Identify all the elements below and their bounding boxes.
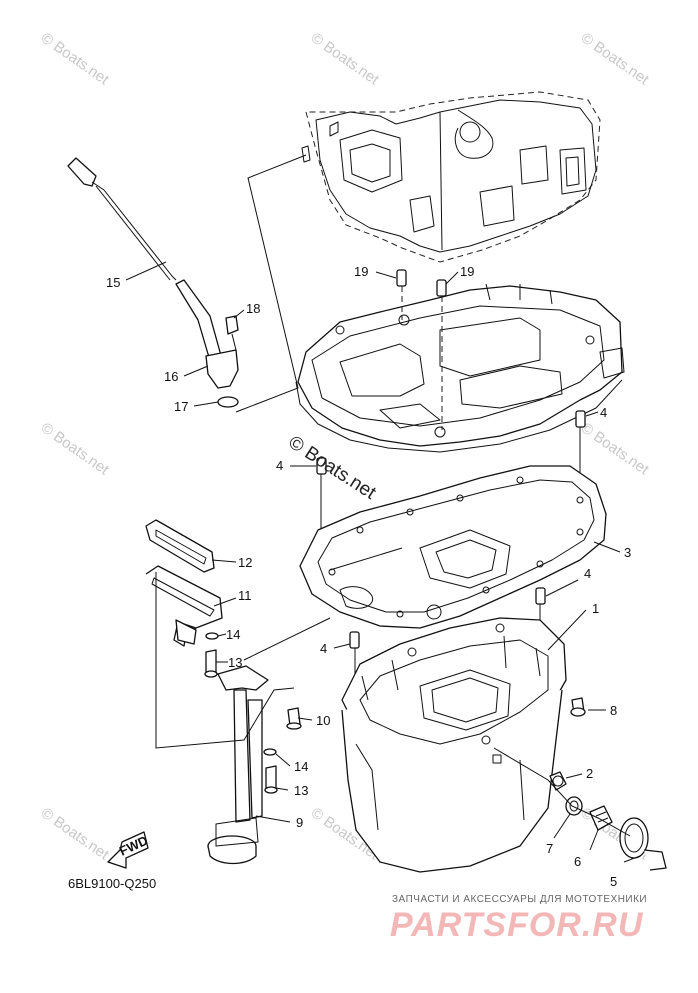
callout-13: 13: [228, 655, 242, 670]
bolt-18: [225, 315, 239, 351]
gasket-12: [145, 519, 215, 573]
brand-logo: PARTSFOR.RU: [390, 906, 644, 944]
plug-6: [589, 805, 613, 831]
callout-16: 16: [164, 369, 178, 384]
watermark: © Boats.net: [38, 419, 113, 478]
dowel-pin-19-right: [436, 279, 447, 430]
callout-6: 6: [574, 854, 581, 869]
oil-pan-gasket-drawing: [299, 465, 607, 629]
callout-1: 1: [592, 601, 599, 616]
callout-4: 4: [600, 405, 607, 420]
callout-13: 13: [294, 783, 308, 798]
washer-14-a: [205, 632, 219, 640]
watermark: © Boats.net: [578, 29, 653, 88]
callout-15: 15: [106, 275, 120, 290]
dowel-pin-4-c: [535, 587, 546, 605]
dipstick-guide-16: [175, 279, 239, 389]
bolt-10: [286, 707, 302, 730]
bolt-13-a: [204, 649, 218, 678]
bolt-8: [570, 697, 586, 717]
callout-10: 10: [316, 713, 330, 728]
callout-4: 4: [584, 566, 591, 581]
callout-12: 12: [238, 555, 252, 570]
watermark: © Boats.net: [38, 804, 113, 863]
watermark: © Boats.net: [38, 29, 113, 88]
diagram-reference-code: 6BL9100-Q250: [68, 876, 157, 891]
callout-11: 11: [238, 588, 252, 603]
oil-pickup-9: [207, 665, 269, 865]
watermark: © Boats.net: [308, 29, 383, 88]
callout-3: 3: [624, 545, 631, 560]
callout-9: 9: [296, 815, 303, 830]
callout-18: 18: [246, 301, 260, 316]
dowel-pin-4-d: [349, 631, 360, 649]
brand-caption: ЗАПЧАСТИ И АКСЕССУАРЫ ДЛЯ МОТОТЕХНИКИ: [392, 894, 648, 905]
dipstick-15: [67, 157, 177, 281]
strainer-assembly-line: [155, 572, 295, 749]
callout-17: 17: [174, 399, 188, 414]
bolt-13-b: [264, 765, 278, 794]
cap-5: [619, 817, 667, 871]
callout-4: 4: [320, 641, 327, 656]
drain-bolt-2: [549, 771, 567, 791]
callout-8: 8: [610, 703, 617, 718]
crankcase-drawing: [301, 91, 601, 263]
strainer-11: [145, 565, 223, 647]
upper-casing-drawing: [295, 283, 625, 453]
drain-assembly-line: [493, 747, 631, 837]
dowel-pin-19-left: [396, 269, 407, 320]
callout-4: 4: [276, 458, 283, 473]
callout-19: 19: [354, 264, 368, 279]
gasket-assembly-line: [329, 547, 403, 571]
dowel-pin-4-b: [575, 410, 586, 428]
callout-19: 19: [460, 264, 474, 279]
watermark: © Boats.net: [578, 419, 653, 478]
callout-labels: 1 2 3 4 4 4 4 5 6 7 8 9 10 11 12 13 13 1…: [106, 264, 631, 889]
o-ring-17: [217, 396, 239, 408]
assembly-bracket-line: [235, 154, 307, 413]
callout-7: 7: [546, 841, 553, 856]
washer-14-b: [263, 748, 277, 756]
callout-5: 5: [610, 874, 617, 889]
callout-14: 14: [294, 759, 308, 774]
oil-pan-drawing: [341, 617, 567, 873]
callout-leaders: [125, 261, 641, 863]
callout-2: 2: [586, 766, 593, 781]
callout-14: 14: [226, 627, 240, 642]
gasket-7: [565, 796, 583, 816]
fwd-arrow: FWD: [107, 831, 150, 869]
pickup-assembly-line: [243, 617, 331, 661]
